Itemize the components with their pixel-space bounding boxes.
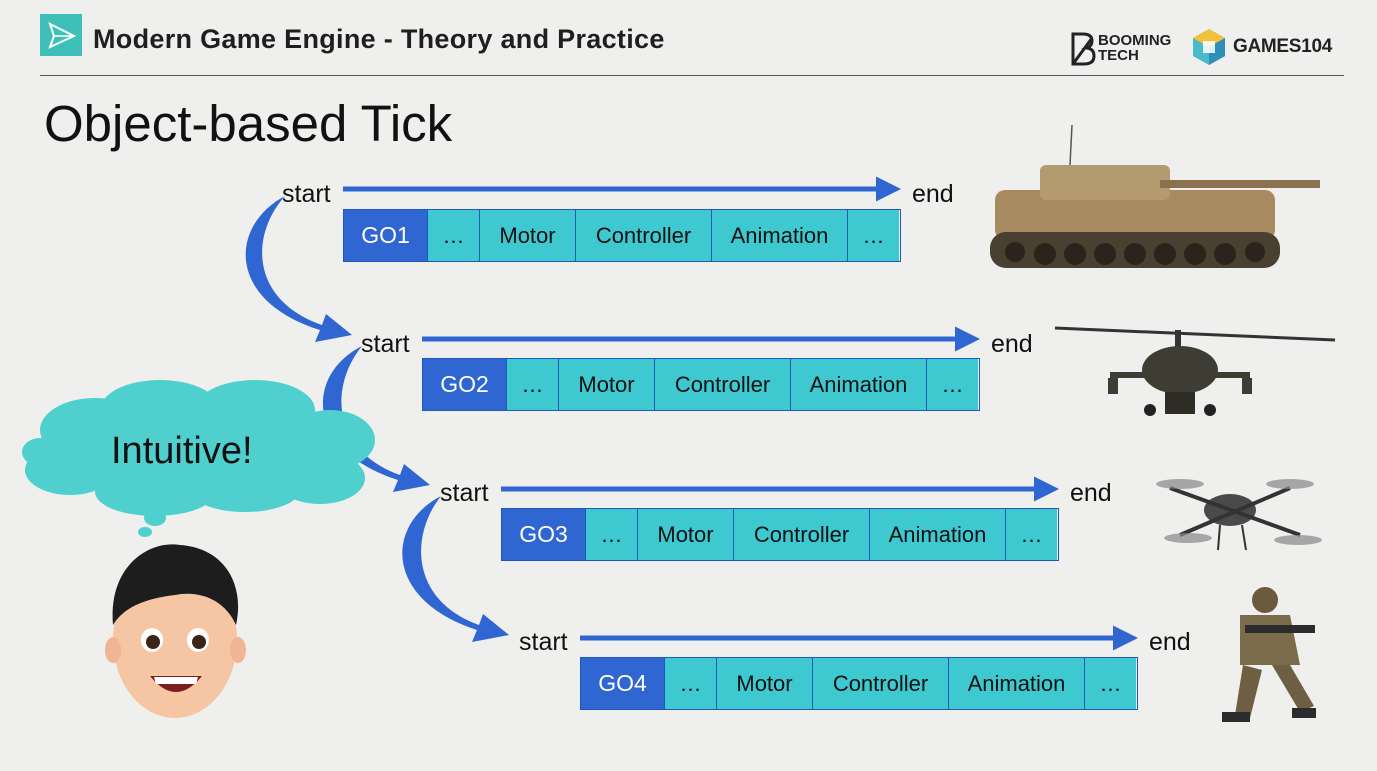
row3-ellipsis-cell: … [586,509,638,560]
row3-start-label: start [440,479,489,507]
tank-image [990,124,1320,268]
thought-bubble-text: Intuitive! [111,430,253,472]
row2-controller-cell: Controller [655,359,791,410]
row2-end-label: end [991,330,1033,358]
row1-tick-bar: GO1 … Motor Controller Animation … [343,209,901,262]
row1-animation-cell: Animation [712,210,848,261]
drone-image [1156,479,1322,551]
row1-motor-cell: Motor [480,210,576,261]
header-title: Modern Game Engine - Theory and Practice [93,24,665,54]
row2-ellipsis-end-cell: … [927,359,978,410]
curve-arrow-3 [402,496,509,642]
helicopter-image [1054,326,1336,416]
row4-ellipsis-cell: … [665,658,717,709]
row1-ellipsis-end-cell: … [848,210,899,261]
row3-end-label: end [1070,479,1112,507]
row1-controller-cell: Controller [576,210,712,261]
header-divider [40,75,1344,76]
row4-tick-bar: GO4 … Motor Controller Animation … [580,657,1138,710]
row4-start-label: start [519,628,568,656]
curve-arrow-2 [322,346,430,492]
row1-go-cell: GO1 [344,210,428,261]
row4-animation-cell: Animation [949,658,1085,709]
row4-ellipsis-end-cell: … [1085,658,1136,709]
row2-motor-cell: Motor [559,359,655,410]
row3-tick-bar: GO3 … Motor Controller Animation … [501,508,1059,561]
slide-logo-icon [40,14,82,56]
row2-go-cell: GO2 [423,359,507,410]
row3-ellipsis-end-cell: … [1006,509,1057,560]
games104-text: GAMES104 [1233,36,1332,57]
memoji-avatar [105,544,246,718]
row2-tick-bar: GO2 … Motor Controller Animation … [422,358,980,411]
booming-tech-text: BOOMING TECH [1098,33,1171,63]
row4-go-cell: GO4 [581,658,665,709]
row1-ellipsis-cell: … [428,210,480,261]
row1-start-label: start [282,180,331,208]
booming-tech-line1: BOOMING [1098,32,1172,49]
row2-start-label: start [361,330,410,358]
row4-controller-cell: Controller [813,658,949,709]
slide-title: Object-based Tick [44,95,453,152]
row3-go-cell: GO3 [502,509,586,560]
row3-motor-cell: Motor [638,509,734,560]
row2-ellipsis-cell: … [507,359,559,410]
row3-controller-cell: Controller [734,509,870,560]
games104-logo [1193,29,1225,65]
thought-cloud [22,380,375,537]
row1-end-label: end [912,180,954,208]
soldier-image [1222,587,1316,722]
row4-end-label: end [1149,628,1191,656]
booming-tech-logo [1071,32,1096,66]
row2-animation-cell: Animation [791,359,927,410]
row4-motor-cell: Motor [717,658,813,709]
booming-tech-line2: TECH [1098,47,1139,64]
row3-animation-cell: Animation [870,509,1006,560]
curve-arrow-1 [245,196,352,342]
